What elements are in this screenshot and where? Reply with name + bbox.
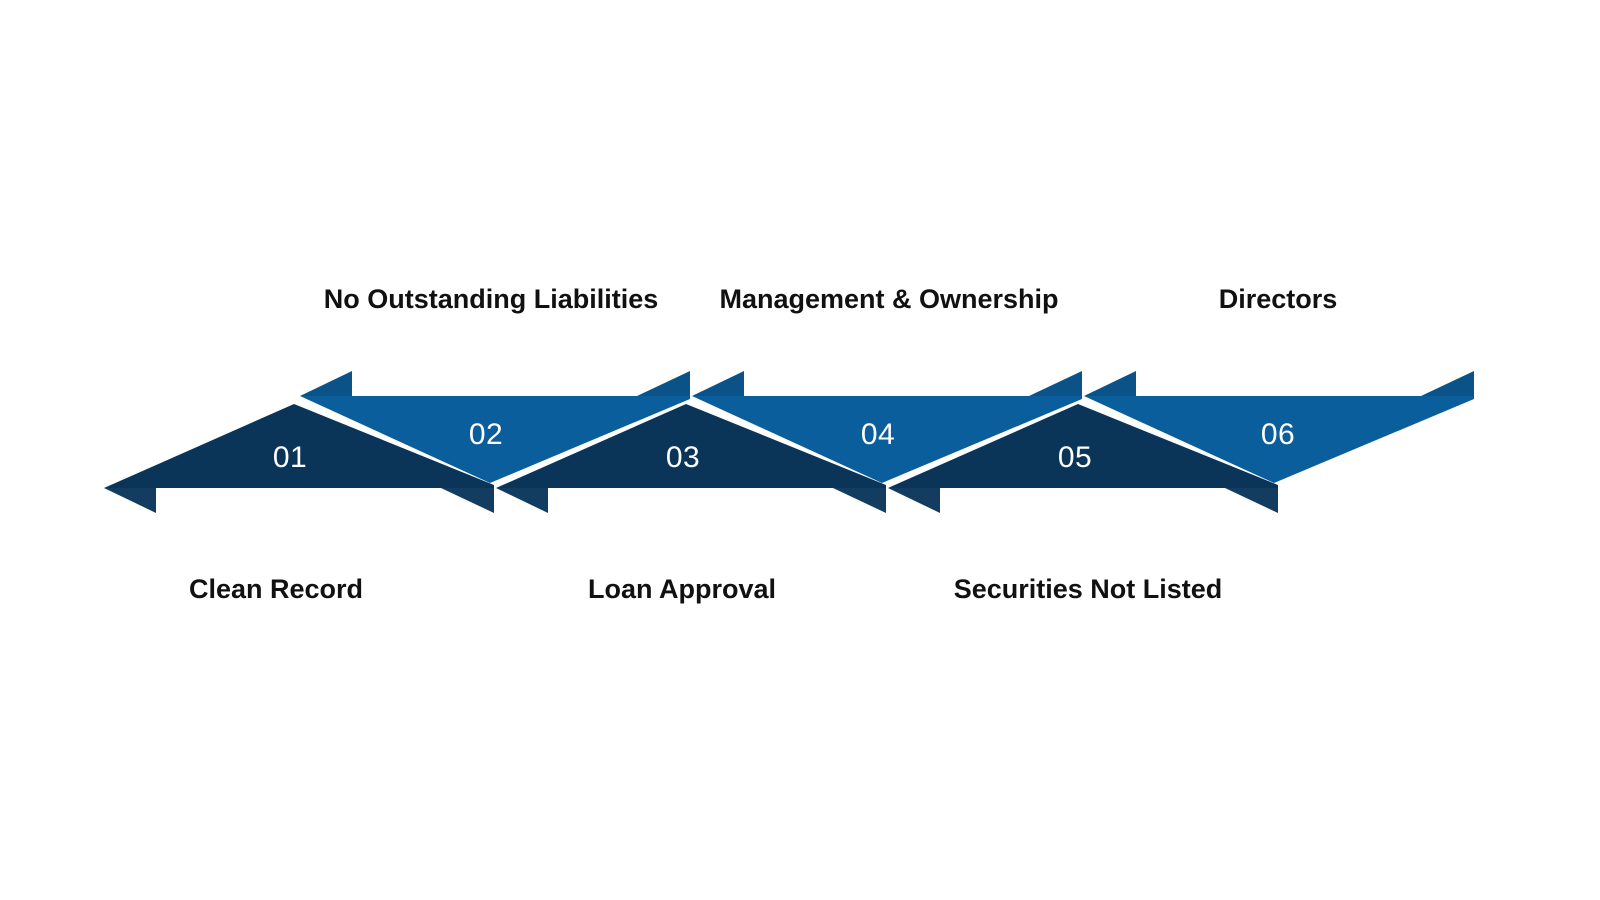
- arrow-barb-tip-step-06: [1421, 371, 1474, 396]
- arrow-barb-step-03: [496, 488, 548, 513]
- caption-step-05: Securities Not Listed: [954, 574, 1223, 604]
- arrow-barb-tip-step-02: [637, 371, 690, 396]
- arrow-barb-step-05: [888, 488, 940, 513]
- arrow-number-step-03: 03: [666, 441, 700, 474]
- caption-step-03: Loan Approval: [588, 574, 776, 604]
- arrow-body-step-05: [888, 404, 1278, 488]
- arrow-barb-step-02: [300, 371, 352, 396]
- arrow-barb-step-01: [104, 488, 156, 513]
- arrow-body-step-02: [300, 396, 690, 483]
- arrow-barb-tip-step-01: [441, 488, 494, 513]
- arrow-step-04[interactable]: 04: [692, 371, 1082, 483]
- arrow-step-02[interactable]: 02: [300, 371, 690, 483]
- arrow-body-step-04: [692, 396, 1082, 483]
- arrow-step-03[interactable]: 03: [496, 404, 886, 513]
- arrow-step-01[interactable]: 01: [104, 404, 494, 513]
- arrow-number-step-06: 06: [1261, 418, 1295, 451]
- arrow-number-step-05: 05: [1058, 441, 1092, 474]
- caption-step-01: Clean Record: [189, 574, 363, 604]
- caption-step-02: No Outstanding Liabilities: [324, 284, 659, 314]
- arrow-barb-step-04: [692, 371, 744, 396]
- arrow-barb-step-06: [1084, 371, 1136, 396]
- arrow-number-step-01: 01: [273, 441, 307, 474]
- caption-step-06: Directors: [1219, 284, 1338, 314]
- arrow-number-step-04: 04: [861, 418, 895, 451]
- arrow-step-06[interactable]: 06: [1084, 371, 1474, 483]
- arrow-body-step-01: [104, 404, 494, 488]
- arrow-body-step-03: [496, 404, 886, 488]
- arrow-barb-tip-step-05: [1225, 488, 1278, 513]
- arrow-body-step-06: [1084, 396, 1474, 483]
- arrow-number-step-02: 02: [469, 418, 503, 451]
- arrow-step-05[interactable]: 05: [888, 404, 1278, 513]
- caption-step-04: Management & Ownership: [719, 284, 1058, 314]
- arrow-barb-tip-step-04: [1029, 371, 1082, 396]
- arrow-barb-tip-step-03: [833, 488, 886, 513]
